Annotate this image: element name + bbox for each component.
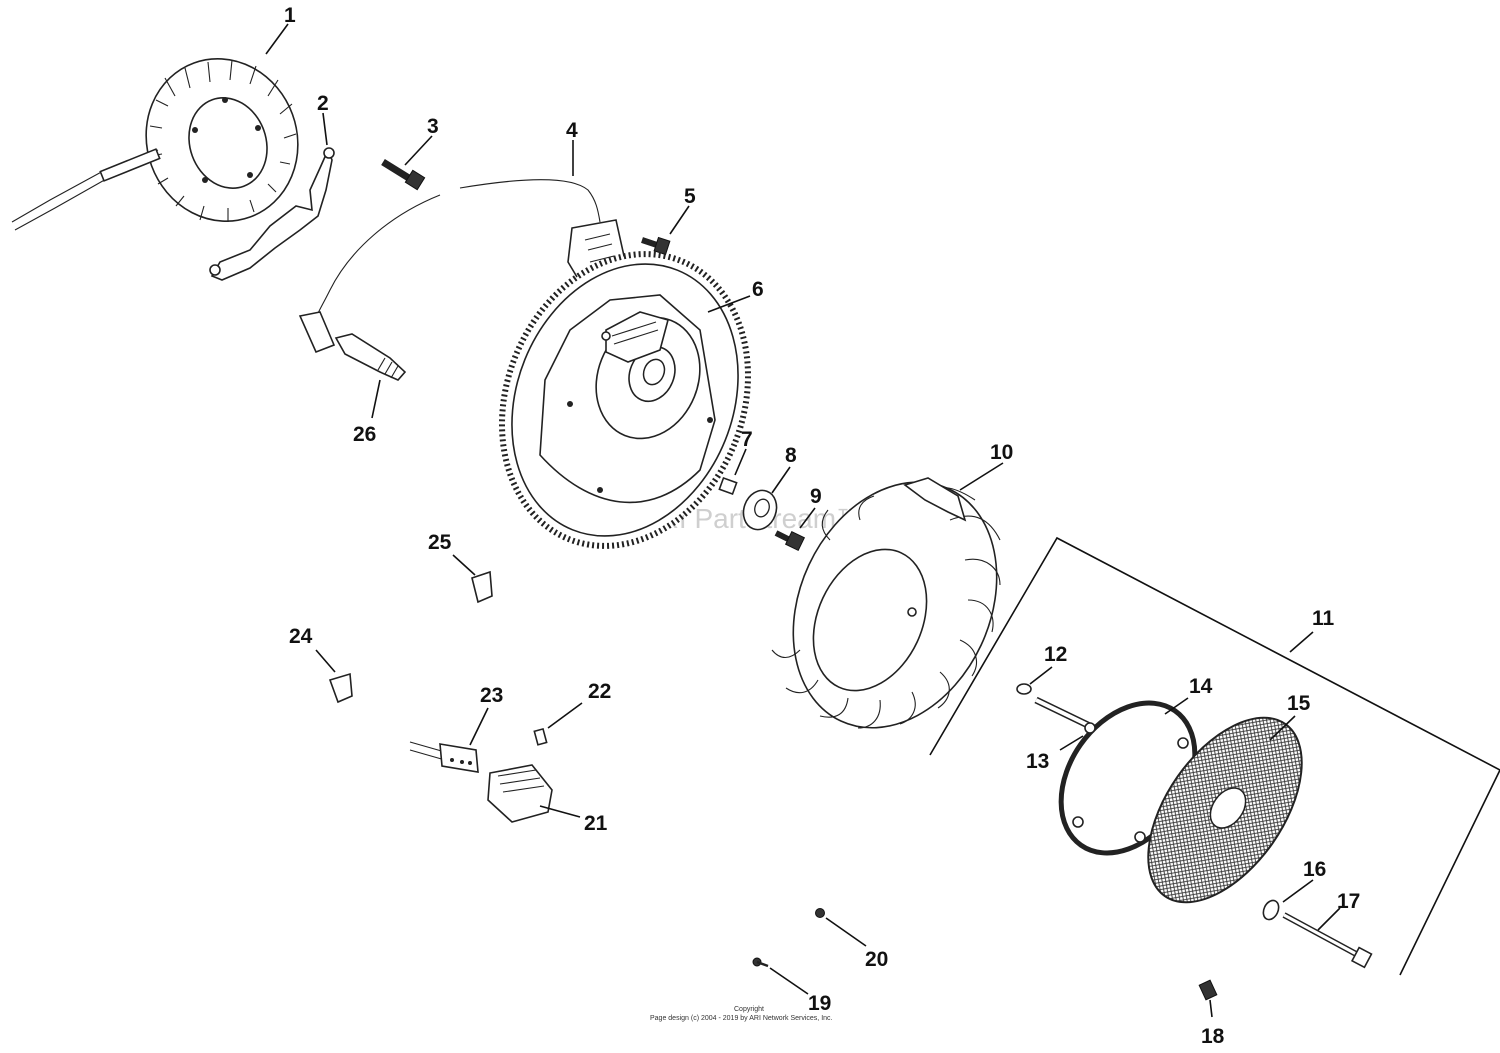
callout-2: 2 [317,92,329,115]
callout-11: 11 [1312,607,1335,630]
callout-20: 20 [865,948,888,971]
kit-bracket-lines [929,536,1500,976]
callout-12: 12 [1044,643,1067,666]
part-spark-plug[interactable] [334,333,407,381]
callout-14: 14 [1189,675,1213,698]
part-bolt-3[interactable] [381,159,426,191]
part-connector[interactable] [409,741,479,773]
copyright-notice: Page design (c) 2004 - 2019 by ARI Netwo… [650,1015,833,1022]
part-long-bolt[interactable] [1282,912,1373,969]
callout-22: 22 [588,680,611,703]
callout-6: 6 [752,278,764,301]
callout-15: 15 [1287,692,1311,715]
part-set-screw[interactable] [1198,979,1218,1001]
callout-18: 18 [1201,1025,1225,1048]
part-ignition-module[interactable] [298,179,625,354]
callout-21: 21 [584,812,608,835]
part-nut-12[interactable] [1016,683,1032,695]
callout-8: 8 [785,444,797,467]
callout-13: 13 [1026,750,1049,773]
callout-numbers: 1 2 3 4 5 6 7 8 9 10 11 12 13 14 15 16 1… [284,4,1360,1048]
part-stator[interactable] [11,37,321,242]
part-screw-5[interactable] [641,236,671,256]
callout-9: 9 [810,485,822,508]
part-washer-8[interactable] [738,486,782,535]
part-small-screw[interactable] [752,957,769,968]
part-washer-16[interactable] [1260,898,1281,922]
callout-26: 26 [353,423,376,446]
callout-3: 3 [427,115,439,138]
part-fan[interactable] [755,449,1035,761]
part-pin[interactable] [1034,696,1096,732]
part-terminal-22[interactable] [533,727,548,746]
callout-19: 19 [808,992,831,1015]
callout-23: 23 [480,684,503,707]
copyright-label: Copyright [734,1006,764,1013]
callout-17: 17 [1337,890,1360,913]
callout-25: 25 [428,531,452,554]
part-key[interactable] [718,476,738,496]
leader-lines [265,23,1341,1018]
part-rectifier[interactable] [487,764,553,823]
part-clip-25[interactable] [471,570,493,604]
callout-5: 5 [684,185,696,208]
part-clip-24[interactable] [328,672,353,704]
callout-16: 16 [1303,858,1326,881]
part-flywheel[interactable] [459,217,790,584]
part-bracket[interactable] [209,147,335,281]
part-bolt-9[interactable] [774,530,806,552]
part-screen[interactable] [1117,691,1332,930]
callout-4: 4 [566,119,578,142]
callout-7: 7 [741,428,753,451]
callout-1: 1 [284,4,296,27]
part-nut-20[interactable] [815,908,825,918]
callout-24: 24 [289,625,313,648]
callout-10: 10 [990,441,1013,464]
